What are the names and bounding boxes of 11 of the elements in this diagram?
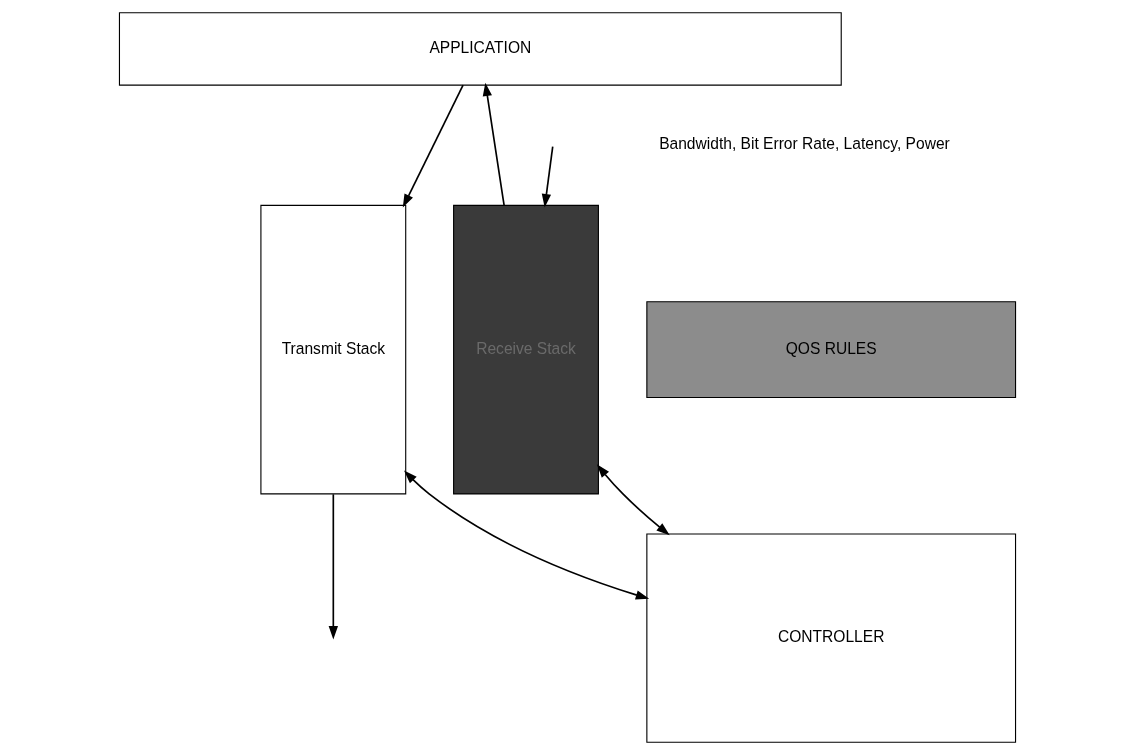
- arrow: [596, 464, 670, 536]
- node-box: QOS RULES: [645, 301, 1016, 399]
- node-box: CONTROLLER: [645, 533, 1016, 743]
- arrow: [402, 84, 464, 208]
- arrow: [541, 145, 554, 208]
- node-box: Transmit Stack: [259, 204, 406, 495]
- node-box: APPLICATION: [118, 12, 842, 86]
- arrow: [482, 82, 505, 207]
- arrow: [403, 470, 649, 600]
- arrow: [328, 493, 338, 640]
- label: Bandwidth, Bit Error Rate, Latency, Power: [658, 135, 950, 153]
